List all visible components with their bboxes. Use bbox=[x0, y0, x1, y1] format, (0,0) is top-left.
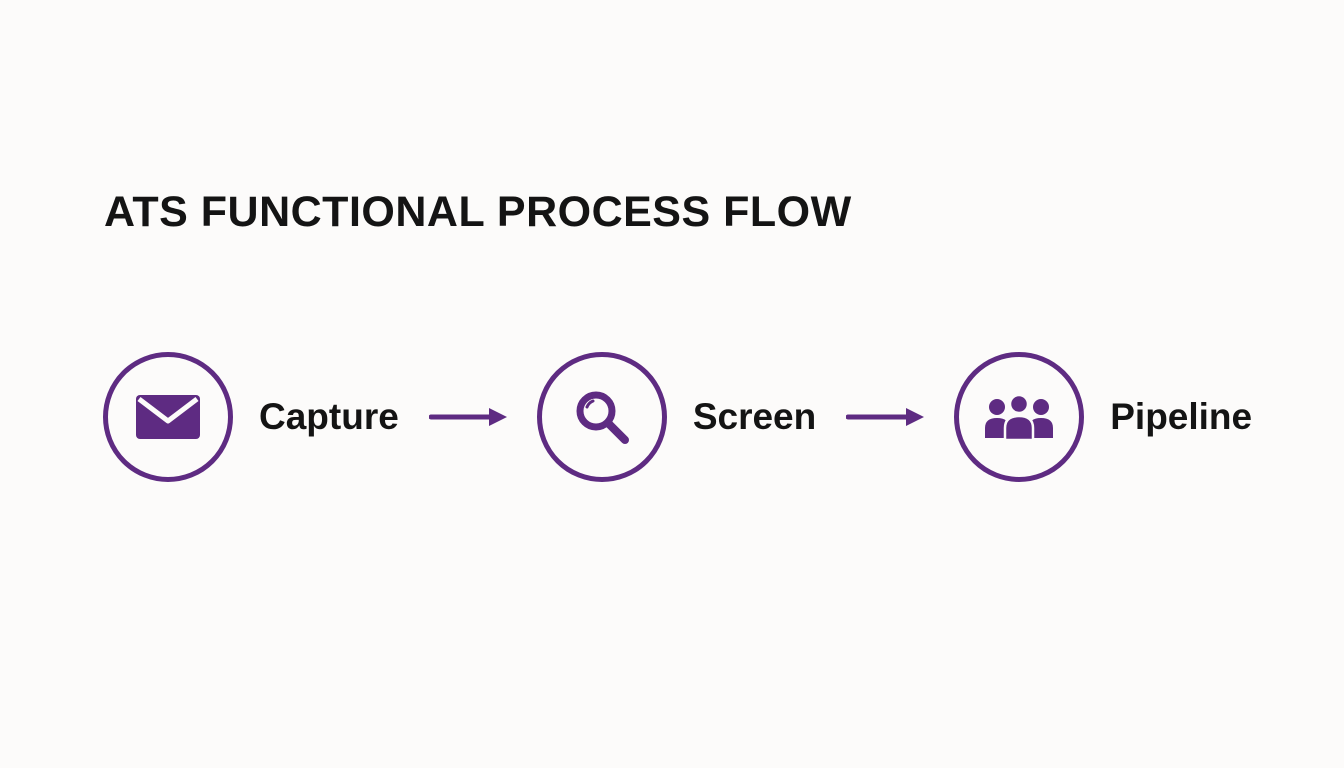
envelope-icon bbox=[135, 393, 201, 441]
arrow-right-icon bbox=[428, 408, 507, 426]
capture-icon-circle bbox=[103, 352, 233, 482]
step-screen: Screen bbox=[536, 352, 817, 482]
screen-icon-circle bbox=[536, 352, 667, 482]
pipeline-icon-circle bbox=[954, 352, 1085, 482]
process-flow: Capture Screen bbox=[103, 352, 1252, 482]
people-icon bbox=[982, 392, 1056, 442]
step-label-pipeline: Pipeline bbox=[1110, 396, 1253, 437]
step-label-capture: Capture bbox=[259, 396, 399, 437]
search-icon bbox=[573, 388, 631, 446]
page-title: ATS FUNCTIONAL PROCESS FLOW bbox=[104, 188, 852, 236]
step-pipeline: Pipeline bbox=[954, 352, 1252, 482]
step-label-screen: Screen bbox=[692, 396, 817, 437]
arrow-right-icon bbox=[846, 408, 925, 426]
step-capture: Capture bbox=[103, 352, 399, 482]
